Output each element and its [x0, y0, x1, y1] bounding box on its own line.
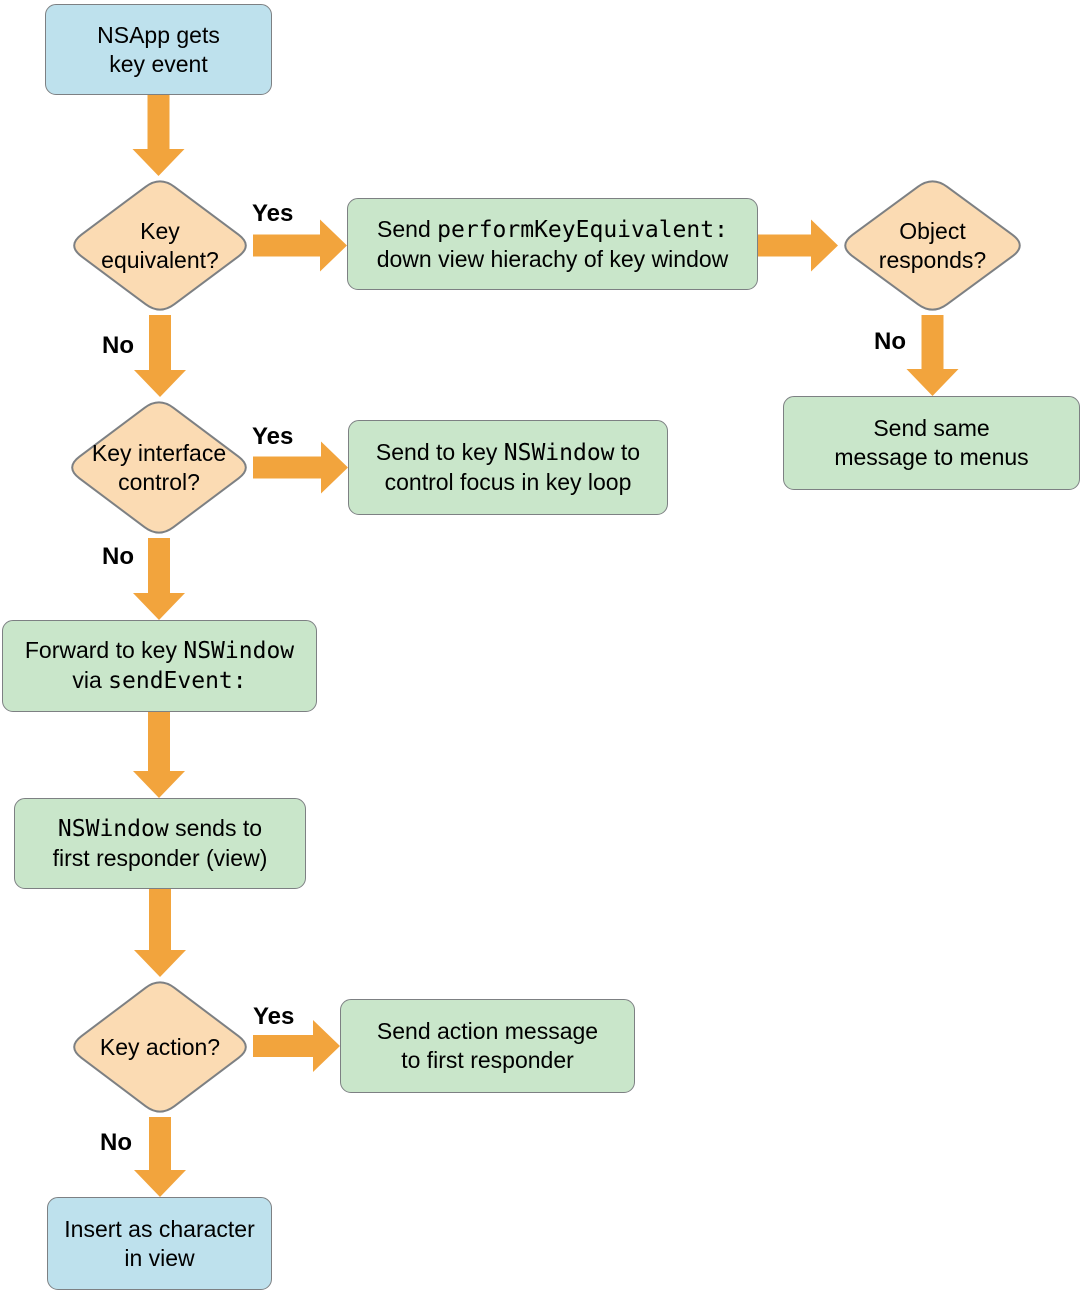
diamond-label-key-interface-control: Key interface control? — [65, 397, 253, 538]
node-nsapp-gets-key-event: NSApp gets key event — [45, 4, 272, 95]
edge-label-no-key-equivalent: No — [102, 332, 134, 359]
node-label: Object responds? — [878, 217, 987, 273]
arrow-yes-key-action — [253, 1020, 340, 1072]
arrow-no-object-responds-to-menus — [906, 315, 959, 396]
edge-label-no-object-responds: No — [874, 328, 906, 355]
node-label: Send performKeyEquivalent: down view hie… — [376, 215, 729, 272]
edge-label-yes-key-interface-control: Yes — [252, 423, 294, 450]
arrow-yes-key-equivalent — [253, 219, 347, 272]
edge-label-no-key-interface-control: No — [102, 543, 134, 570]
node-label: NSApp gets key event — [97, 21, 220, 77]
diamond-label-key-action: Key action? — [67, 977, 253, 1117]
node-send-to-key-nswindow: Send to key NSWindow to control focus in… — [348, 420, 668, 515]
arrow-yes-key-interface-control — [253, 441, 348, 494]
arrow-start-to-key-equivalent — [132, 95, 185, 176]
node-label: Key equivalent? — [101, 217, 219, 273]
node-send-perform-key-equivalent: Send performKeyEquivalent: down view hie… — [347, 198, 758, 290]
node-forward-via-sendevent: Forward to key NSWindow via sendEvent: — [2, 620, 317, 712]
diamond-key-equivalent — [73, 180, 247, 311]
edge-label-yes-key-action: Yes — [253, 1003, 295, 1030]
arrow-no-key-equivalent-down — [134, 315, 186, 397]
arrow-perform-to-object-responds — [758, 219, 838, 272]
diamond-object-responds — [844, 180, 1021, 311]
node-send-same-message-to-menus: Send same message to menus — [783, 396, 1080, 490]
node-label: Send action message to first responder — [376, 1018, 599, 1073]
node-nswindow-sends-first-responder: NSWindow sends to first responder (view) — [14, 798, 306, 889]
node-label: Send same message to menus — [834, 415, 1029, 470]
node-send-action-message: Send action message to first responder — [340, 999, 635, 1093]
node-label: Key interface control? — [91, 439, 227, 495]
arrow-forward-to-window-sends — [133, 712, 185, 798]
arrow-window-sends-to-key-action — [134, 889, 186, 977]
node-label: Forward to key NSWindow via sendEvent: — [24, 637, 295, 694]
node-label: NSWindow sends to first responder (view) — [52, 815, 268, 871]
diamond-key-interface-control — [71, 401, 247, 534]
node-label: Insert as character in view — [64, 1215, 255, 1271]
edge-label-no-key-action: No — [100, 1129, 132, 1156]
diamond-label-object-responds: Object responds? — [838, 176, 1027, 315]
arrow-no-key-action-to-insert — [134, 1117, 186, 1197]
edge-label-yes-key-equivalent: Yes — [252, 200, 294, 227]
node-label: Key action? — [99, 1033, 221, 1060]
node-label: Send to key NSWindow to control focus in… — [375, 439, 641, 495]
diamond-key-action — [73, 981, 247, 1113]
arrow-no-key-interface-down — [133, 538, 185, 620]
diamond-label-key-equivalent: Key equivalent? — [67, 176, 253, 315]
node-insert-as-character: Insert as character in view — [47, 1197, 272, 1290]
